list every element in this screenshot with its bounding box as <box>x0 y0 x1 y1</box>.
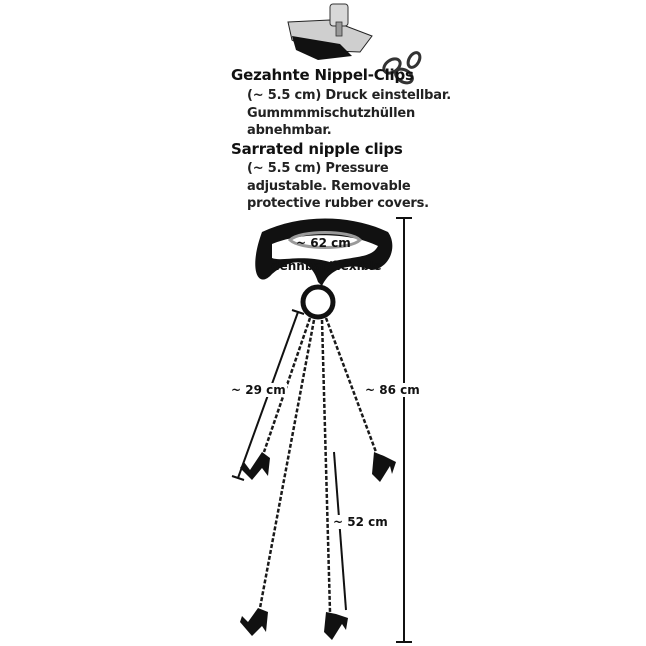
label-long-chain: ~ 52 cm <box>332 515 389 529</box>
clip-2 <box>372 452 396 482</box>
text-de-line2: Gummmmischutzhüllen <box>247 106 415 121</box>
chains <box>258 317 378 613</box>
circumference-arrow <box>287 231 363 249</box>
dim-long <box>333 451 347 611</box>
closeup-chain <box>382 51 422 85</box>
clip-closeup <box>287 3 422 85</box>
chain-long-right <box>320 319 332 613</box>
title-en: Sarrated nipple clips <box>231 140 403 158</box>
clip-3 <box>240 608 268 636</box>
label-short-chain: ~ 29 cm <box>230 383 287 397</box>
o-ring <box>300 284 336 320</box>
text-en-line3: protective rubber covers. <box>247 196 429 211</box>
clip-1 <box>240 452 270 480</box>
text-de-line1: (~ 5.5 cm) Druck einstellbar. <box>247 88 451 103</box>
label-total-length: ~ 86 cm <box>364 383 421 397</box>
nipple-clips <box>240 452 396 640</box>
text-en-line1: (~ 5.5 cm) Pressure <box>247 161 389 176</box>
label-strap-note: dehnbar/flexible <box>271 259 382 273</box>
label-strap-circumference: ~ 62 cm <box>296 236 351 250</box>
chain-long-left <box>258 319 316 609</box>
text-de-line3: abnehmbar. <box>247 123 332 138</box>
title-de: Gezahnte Nippel-Clips <box>231 66 414 84</box>
text-en-line2: adjustable. Removable <box>247 179 411 194</box>
clip-4 <box>324 612 348 640</box>
